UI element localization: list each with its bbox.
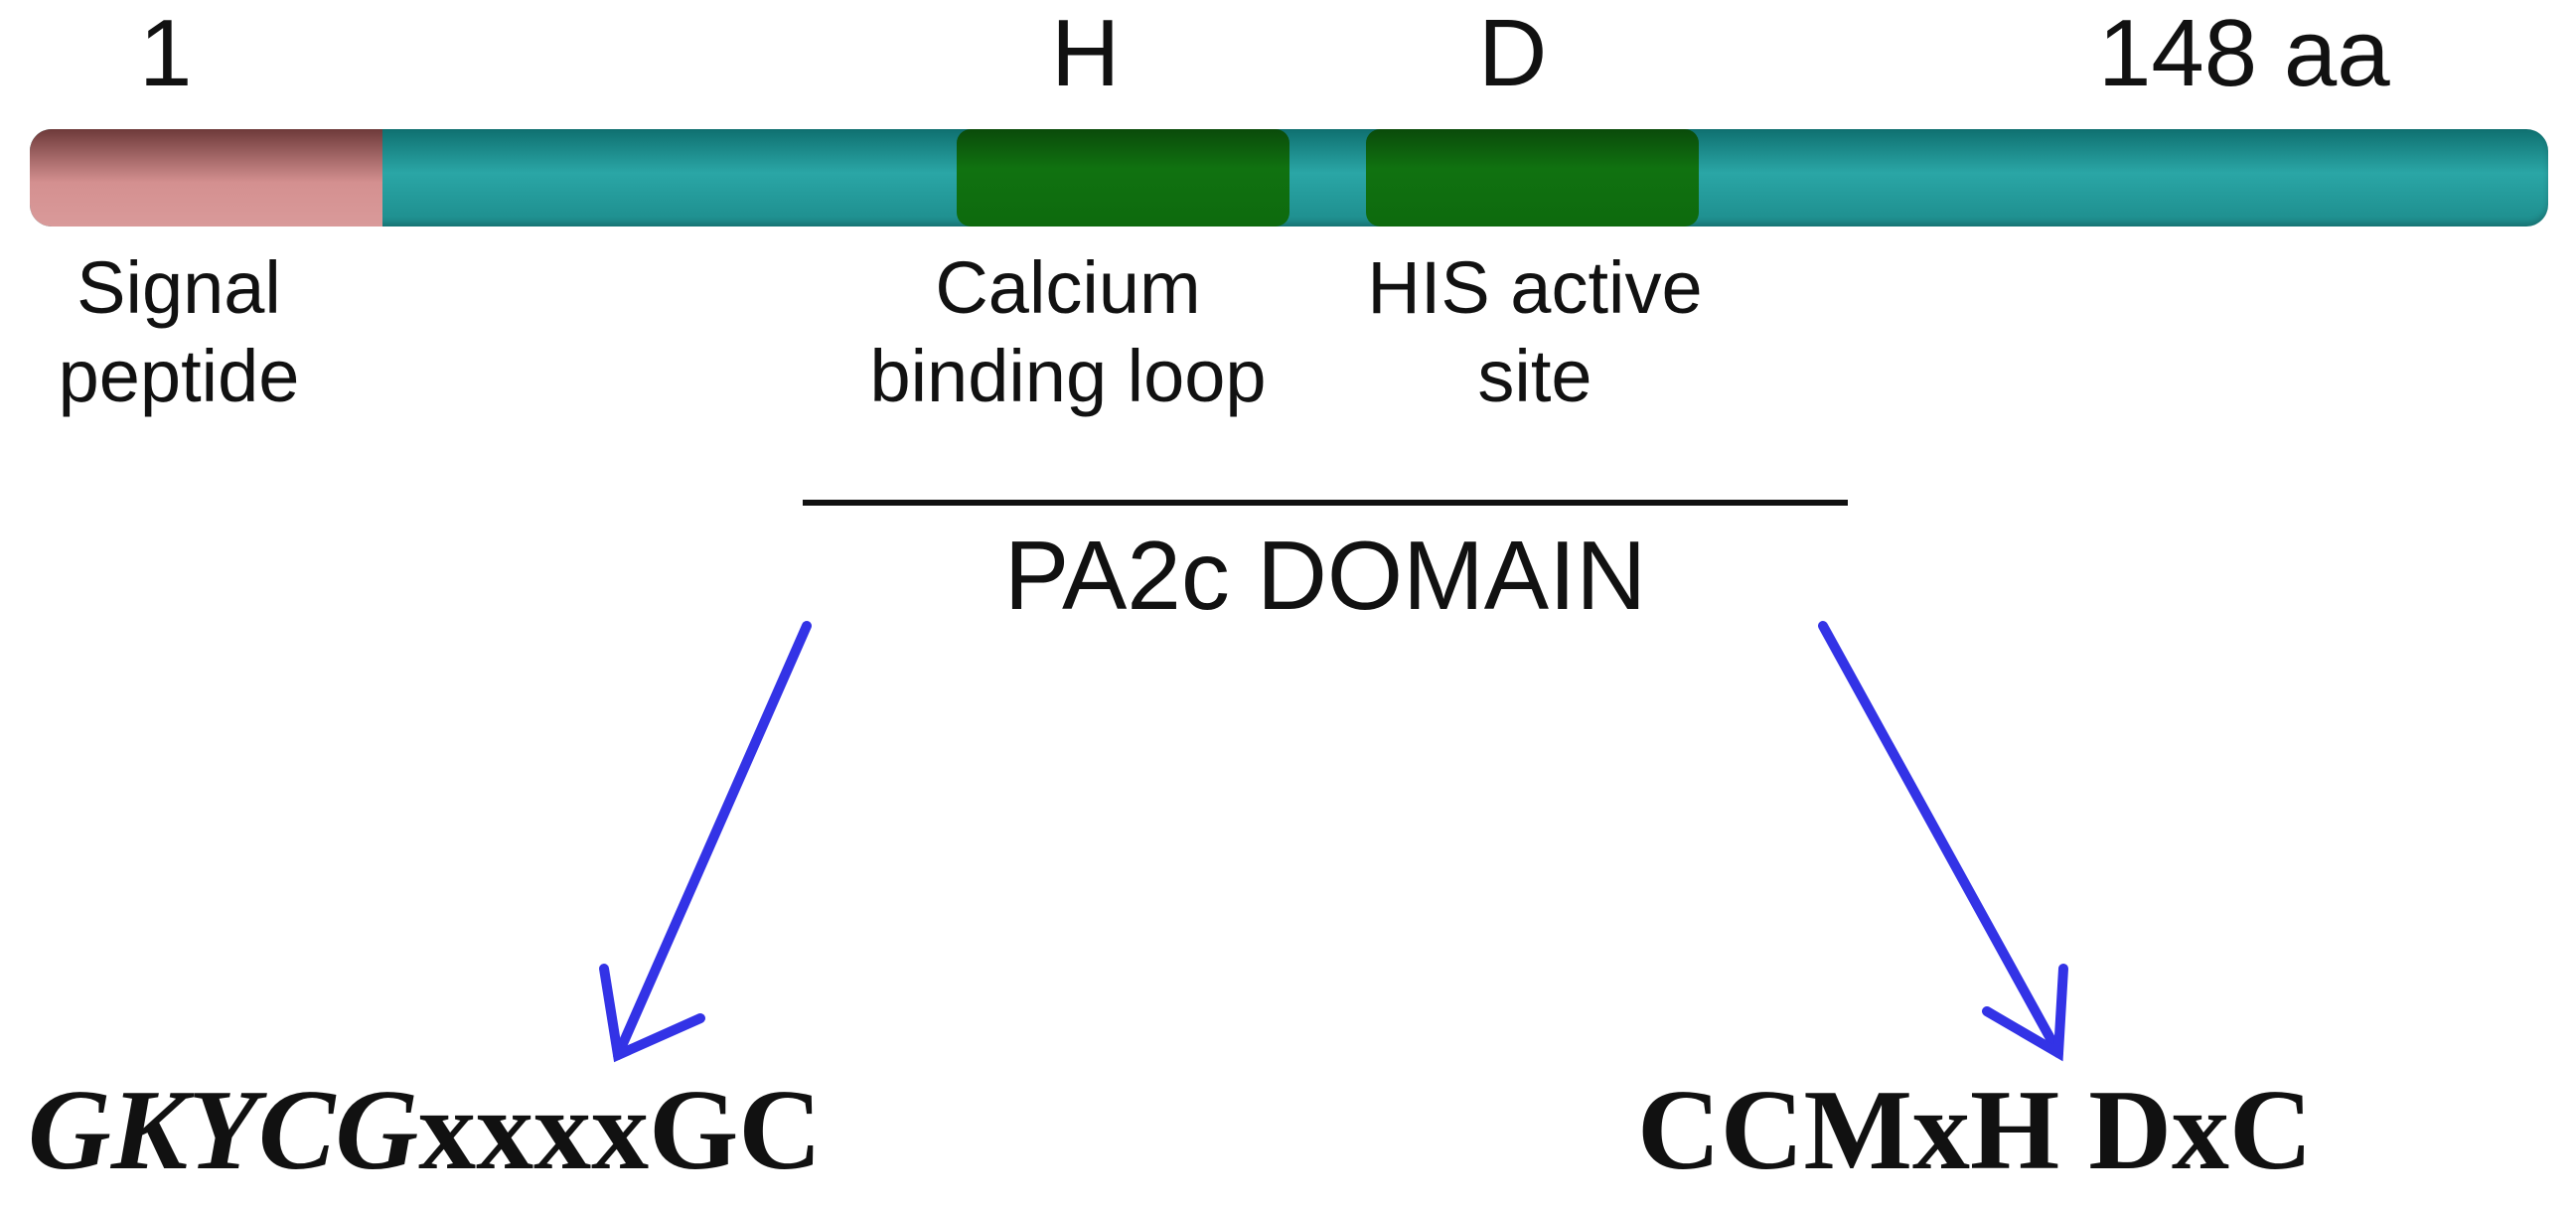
domain-bracket-line xyxy=(803,500,1848,506)
calcium-loop-motif: GKYCGxxxxGC xyxy=(28,1073,822,1188)
calcium-loop-segment xyxy=(957,129,1289,227)
right-arrow-shaft xyxy=(1818,621,2063,1058)
signal-peptide-label-line2: peptide xyxy=(58,334,300,417)
signal-peptide-segment xyxy=(30,129,382,227)
right-arrow-head xyxy=(1982,964,2068,1062)
domain-label: PA2c DOMAIN xyxy=(1003,521,1647,630)
position-start-label: 1 xyxy=(139,0,193,106)
his-site-label: HIS active site xyxy=(1321,244,1748,421)
calcium-loop-label: Calcium binding loop xyxy=(800,244,1336,421)
signal-peptide-label: Signal peptide xyxy=(25,244,333,421)
calcium-loop-motif-rest: xxxxGC xyxy=(418,1067,823,1194)
position-h-label: H xyxy=(1051,0,1121,106)
left-arrow-shaft xyxy=(613,621,812,1060)
calcium-loop-label-line1: Calcium xyxy=(935,246,1201,329)
left-arrow-head xyxy=(599,964,705,1063)
calcium-loop-label-line2: binding loop xyxy=(869,334,1267,417)
position-end-label: 148 aa xyxy=(2098,0,2390,106)
his-site-segment xyxy=(1366,129,1699,227)
his-site-label-line2: site xyxy=(1477,334,1592,417)
his-site-motif: CCMxH DxC xyxy=(1637,1067,2313,1194)
calcium-loop-motif-italic: GKYCG xyxy=(28,1067,419,1194)
his-site-label-line1: HIS active xyxy=(1367,246,1703,329)
position-d-label: D xyxy=(1478,0,1548,106)
protein-bar xyxy=(30,129,2548,227)
signal-peptide-label-line1: Signal xyxy=(76,246,281,329)
